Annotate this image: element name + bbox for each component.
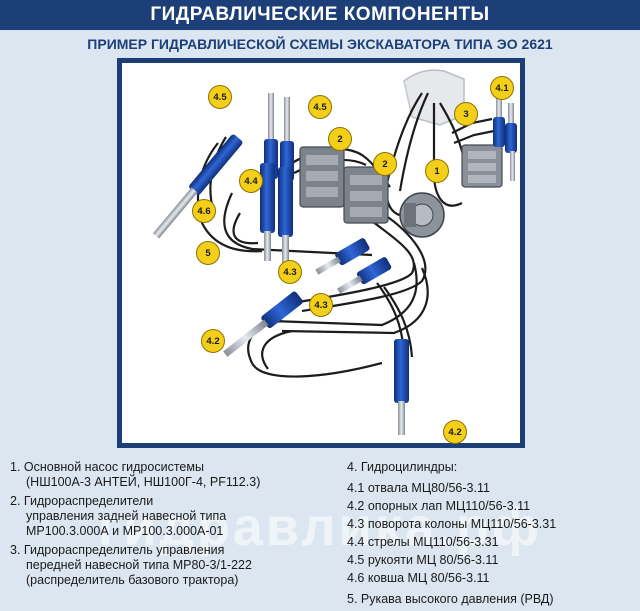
oil-tank [403, 69, 465, 126]
callout-4-5-b: 4.5 [308, 95, 332, 119]
distributor-3 [461, 144, 503, 188]
callout-1: 1 [425, 159, 449, 183]
cylinder-4-4 [260, 163, 293, 265]
callout-2-a: 2 [328, 127, 352, 151]
cylinder-4-2-left [223, 291, 303, 357]
page-subtitle: ПРИМЕР ГИДРАВЛИЧЕСКОЙ СХЕМЫ ЭКСКАВАТОРА … [87, 36, 553, 52]
callout-4-3-a: 4.3 [278, 260, 302, 284]
legend-item-5: 5. Рукава высокого давления (РВД) [347, 592, 554, 606]
distributor-2-right [343, 166, 389, 224]
diagram-drawing [152, 69, 517, 435]
callout-2-b: 2 [373, 152, 397, 176]
callout-4-6: 4.6 [192, 199, 216, 223]
cylinder-4-3 [315, 238, 392, 294]
callout-5: 5 [196, 241, 220, 265]
callout-3: 3 [454, 102, 478, 126]
callout-4-1: 4.1 [490, 76, 514, 100]
cylinder-4-1 [493, 97, 517, 181]
cylinder-4-6 [152, 134, 243, 239]
hydraulic-diagram: 4.5 4.5 2 2 1 3 4.1 4.4 4.6 5 4.3 4.3 4.… [117, 58, 525, 448]
legend-item-2: 2. Гидрораспределители управления задней… [10, 494, 227, 538]
distributor-2-left [299, 146, 345, 208]
callout-4-5-a: 4.5 [208, 85, 232, 109]
legend-item-4-6: 4.6 ковша МЦ 80/56-3.11 [347, 571, 490, 585]
legend-item-4-2: 4.2 опорных лап МЦ110/56-3.11 [347, 499, 531, 513]
hose-lines [196, 92, 495, 378]
callout-4-2-a: 4.2 [201, 329, 225, 353]
main-pump [399, 192, 445, 238]
legend-right: 4. Гидроцилиндры: 4.1 отвала МЦ80/56-3.1… [347, 460, 637, 611]
legend-left: 1. Основной насос гидросистемы (НШ100А-3… [10, 460, 340, 592]
page-banner: ГИДРАВЛИЧЕСКИЕ КОМПОНЕНТЫ [0, 0, 640, 30]
callout-4-2-b: 4.2 [443, 420, 467, 444]
callout-4-4: 4.4 [239, 169, 263, 193]
cylinder-4-2-right [394, 339, 409, 435]
legend-item-4-1: 4.1 отвала МЦ80/56-3.11 [347, 481, 490, 495]
legend-item-4-head: 4. Гидроцилиндры: [347, 460, 458, 474]
callout-4-3-b: 4.3 [309, 293, 333, 317]
legend-item-1: 1. Основной насос гидросистемы (НШ100А-3… [10, 460, 261, 489]
legend-item-3: 3. Гидрораспределитель управления передн… [10, 543, 252, 587]
legend-item-4-4: 4.4 стрелы МЦ110/56-3.31 [347, 535, 499, 549]
legend-item-4-5: 4.5 рукояти МЦ 80/56-3.11 [347, 553, 499, 567]
legend-item-4-3: 4.3 поворота колоны МЦ110/56-3.31 [347, 517, 557, 531]
